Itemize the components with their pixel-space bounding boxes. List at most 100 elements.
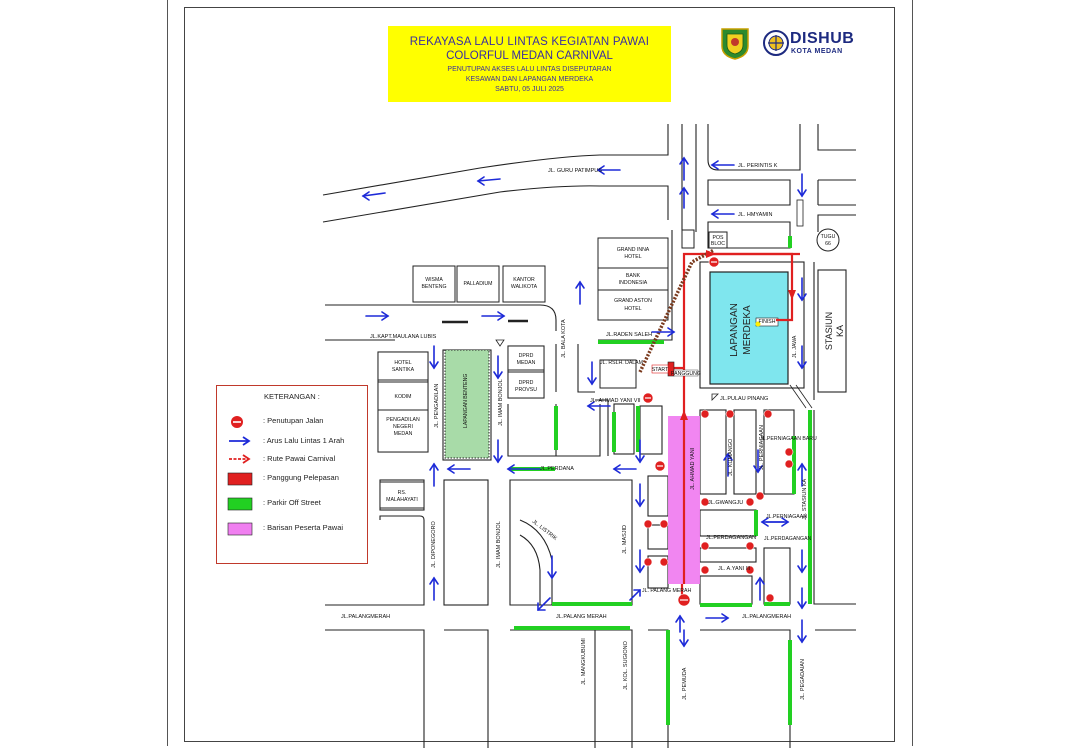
label-santika-1: HOTEL (394, 360, 411, 366)
street-imam-bonjol-north: JL. IMAM BONJOL (498, 379, 504, 426)
label-wisma-1: WISMA (425, 277, 443, 283)
building-dprd-provsu (507, 371, 545, 399)
one-way-arrow-icon (797, 587, 807, 610)
label-walikota-1: KANTOR (513, 277, 535, 283)
street-palangmerah-west: JL.PALANGMERAH (341, 614, 390, 620)
one-way-arrow-icon (596, 165, 621, 175)
road-closure-icon (755, 491, 765, 501)
one-way-arrow-icon (797, 173, 807, 198)
road-edge (322, 124, 669, 196)
label-grand-inna-2: HOTEL (624, 254, 641, 260)
merdeka-block (699, 261, 805, 389)
street-raden-saleh: JL.RADEN SALEH (606, 332, 652, 338)
street-pegadaian: JL. PEGADAIAN (800, 659, 806, 700)
block (647, 475, 669, 517)
route-arrow-icon (680, 410, 688, 420)
street-pulau-pinang: JL.PULAU PINANG (720, 396, 768, 402)
one-way-arrow-icon (705, 613, 730, 623)
label-pos-bloc-2: BLOC (711, 241, 725, 247)
block (699, 575, 753, 605)
label-aston-2: HOTEL (624, 306, 641, 312)
one-way-arrows (361, 156, 807, 648)
building-pengadilan (377, 409, 429, 453)
road-edge (813, 214, 856, 400)
block (613, 403, 635, 455)
label-malahayati-1: RS. (398, 490, 407, 496)
block (509, 479, 633, 606)
street-mangkubumi: JL. MANGKUBUMI (581, 638, 587, 685)
road-edge (577, 344, 595, 393)
label-lapangan-benteng: LAPANGAN BENTENG (463, 374, 469, 428)
one-way-arrow-icon (679, 156, 689, 181)
one-way-arrow-icon (481, 311, 506, 321)
parade-route-icon (229, 454, 251, 464)
building-grand-inna (597, 237, 669, 269)
street-peniagaan: JL.PERNIAGAAN (766, 514, 807, 520)
label-tugu-1: TUGU (821, 234, 836, 240)
one-way-arrow-icon (575, 280, 585, 305)
label-pengadilan-2: NEGERI (393, 424, 413, 430)
one-way-arrow-icon (679, 186, 689, 209)
one-way-arrow-icon (723, 452, 733, 477)
one-way-arrow-icon (429, 345, 439, 370)
block (647, 524, 669, 550)
road-edge (519, 534, 541, 605)
legend-label: : Penutupan Jalan (263, 416, 324, 425)
building-kantor-walikota (502, 265, 546, 303)
dishub-subtitle: KOTA MEDAN (791, 48, 843, 55)
street-imam-bonjol-south: JL. IMAM BONJOL (496, 521, 502, 568)
street-stasiun-ka: JL. STASIUN KA (802, 479, 808, 520)
label-stasiun-1: STASIUN (824, 312, 834, 350)
label-dprd-provsu-1: DPRD (519, 380, 534, 386)
street-gwangju: JL.GWANGJU (708, 500, 743, 506)
page-subtitle: PENUTUPAN AKSES LALU LINTAS DISEPUTARAN (447, 66, 612, 73)
street-bala-kota: JL. BALA KOTA (561, 319, 567, 358)
street-rsh-dalam: JL. RSLH. DALAM (600, 360, 643, 366)
building-grand-aston (597, 289, 669, 321)
road-closure-icon (745, 497, 755, 507)
road-edge (507, 404, 601, 457)
block (699, 509, 757, 537)
title-banner: REKAYASA LALU LINTAS KEGIATAN PAWAI COLO… (388, 26, 671, 102)
road-edge (681, 124, 697, 232)
dishub-logo-icon (763, 30, 789, 56)
street-palang-merah-small: JL. PALANG MERAH (642, 588, 691, 594)
label-malahayati-2: MALAHAYATI (386, 497, 418, 503)
one-way-arrow-icon (361, 191, 386, 201)
label-bank-1: BANK (626, 273, 641, 279)
street-kapt-maulana-lubis: JL.KAPT.MAULANA LUBIS (370, 334, 437, 340)
one-way-arrow-icon (710, 160, 735, 170)
one-way-arrow-icon (587, 361, 597, 386)
one-way-arrow-icon (651, 327, 676, 337)
road-edge (325, 515, 425, 606)
building-wisma-benteng (412, 265, 456, 303)
road-closure-icon (763, 409, 773, 419)
label-palladium: PALLADIUM (463, 281, 492, 287)
street-hmyamin: JL. HMYAMIN (738, 212, 772, 218)
street-perdagangan: JL.PERDAGANGAN (706, 535, 756, 541)
lane-markings (442, 319, 528, 324)
label-dprd-medan-2: MEDAN (517, 360, 536, 366)
road-closure-icon (745, 541, 755, 551)
one-way-arrow-icon (679, 629, 689, 648)
start-label-box (651, 364, 669, 374)
route-arrow-icon (788, 290, 796, 300)
street-kumango: JL. KUMANGO (728, 438, 734, 476)
building-pos-bloc (708, 231, 728, 249)
parade-participants-icon (227, 522, 253, 536)
road-edge (813, 410, 856, 605)
page-frame (167, 0, 913, 746)
road-edge (700, 629, 791, 748)
closure-markers (642, 256, 794, 607)
street-pengadilan: JL. PENGADILAN (434, 384, 440, 428)
kota-medan-crest-icon (721, 28, 749, 60)
street-guru-patimpus: JL. GURU PATIMPUS (548, 168, 602, 174)
road-edge (325, 629, 489, 748)
one-way-arrow-icon (635, 439, 645, 464)
label-start: START (652, 367, 669, 373)
block (639, 405, 663, 455)
label-dprd-provsu-2: PROVSU (515, 387, 537, 393)
one-way-arrow-icon (797, 277, 807, 302)
road-closure-icon (643, 557, 653, 567)
